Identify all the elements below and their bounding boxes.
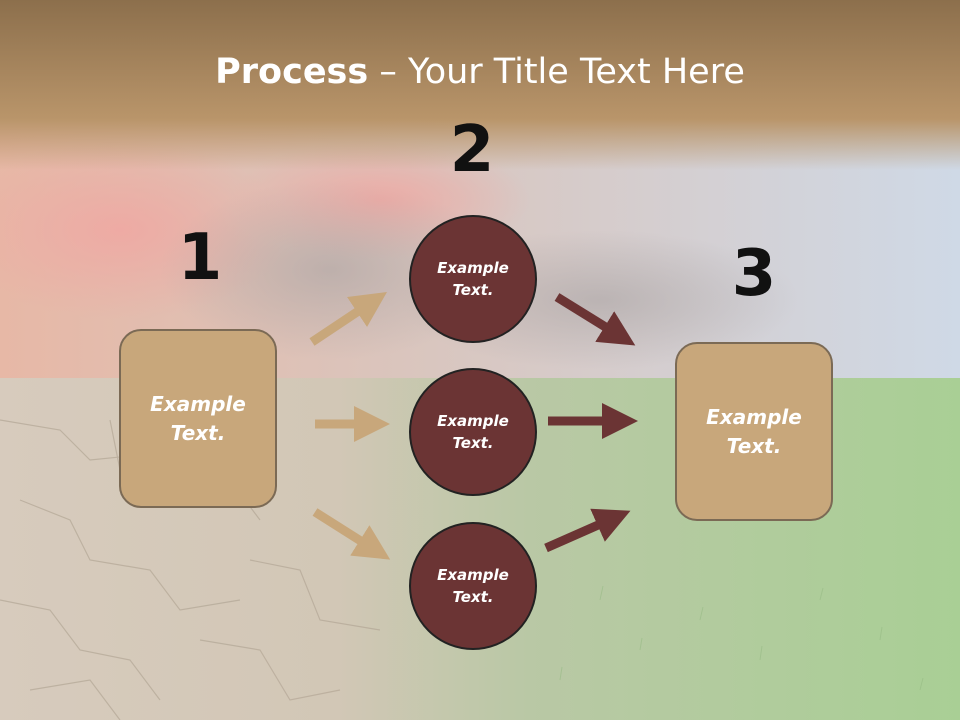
arrow-1-to-bottom	[312, 508, 391, 560]
circle-bottom-line1: Example	[437, 565, 509, 584]
circle-top-line2: Text.	[452, 281, 494, 299]
circle-middle-line1: Example	[437, 411, 509, 430]
step-number-1: 1	[177, 221, 223, 295]
circle-middle-line2: Text.	[452, 434, 494, 452]
step-3-text-line1: Example	[706, 404, 802, 429]
step-3-text-line2: Text.	[726, 433, 782, 458]
step-1-text-line1: Example	[150, 391, 246, 416]
title-rest-part: – Your Title Text Here	[368, 52, 745, 92]
circle-bottom-line2: Text.	[452, 588, 494, 606]
arrow-top-to-3	[554, 293, 636, 346]
slide-title: Process – Your Title Text Here	[0, 52, 960, 92]
step-number-2: 2	[449, 113, 495, 187]
arrow-bottom-to-3	[544, 508, 631, 553]
step-number-3: 3	[731, 237, 777, 311]
circle-top-line1: Example	[437, 258, 509, 277]
title-bold-part: Process	[215, 52, 369, 92]
step-1-text-line2: Text.	[170, 420, 226, 445]
arrow-1-to-top	[309, 292, 387, 346]
